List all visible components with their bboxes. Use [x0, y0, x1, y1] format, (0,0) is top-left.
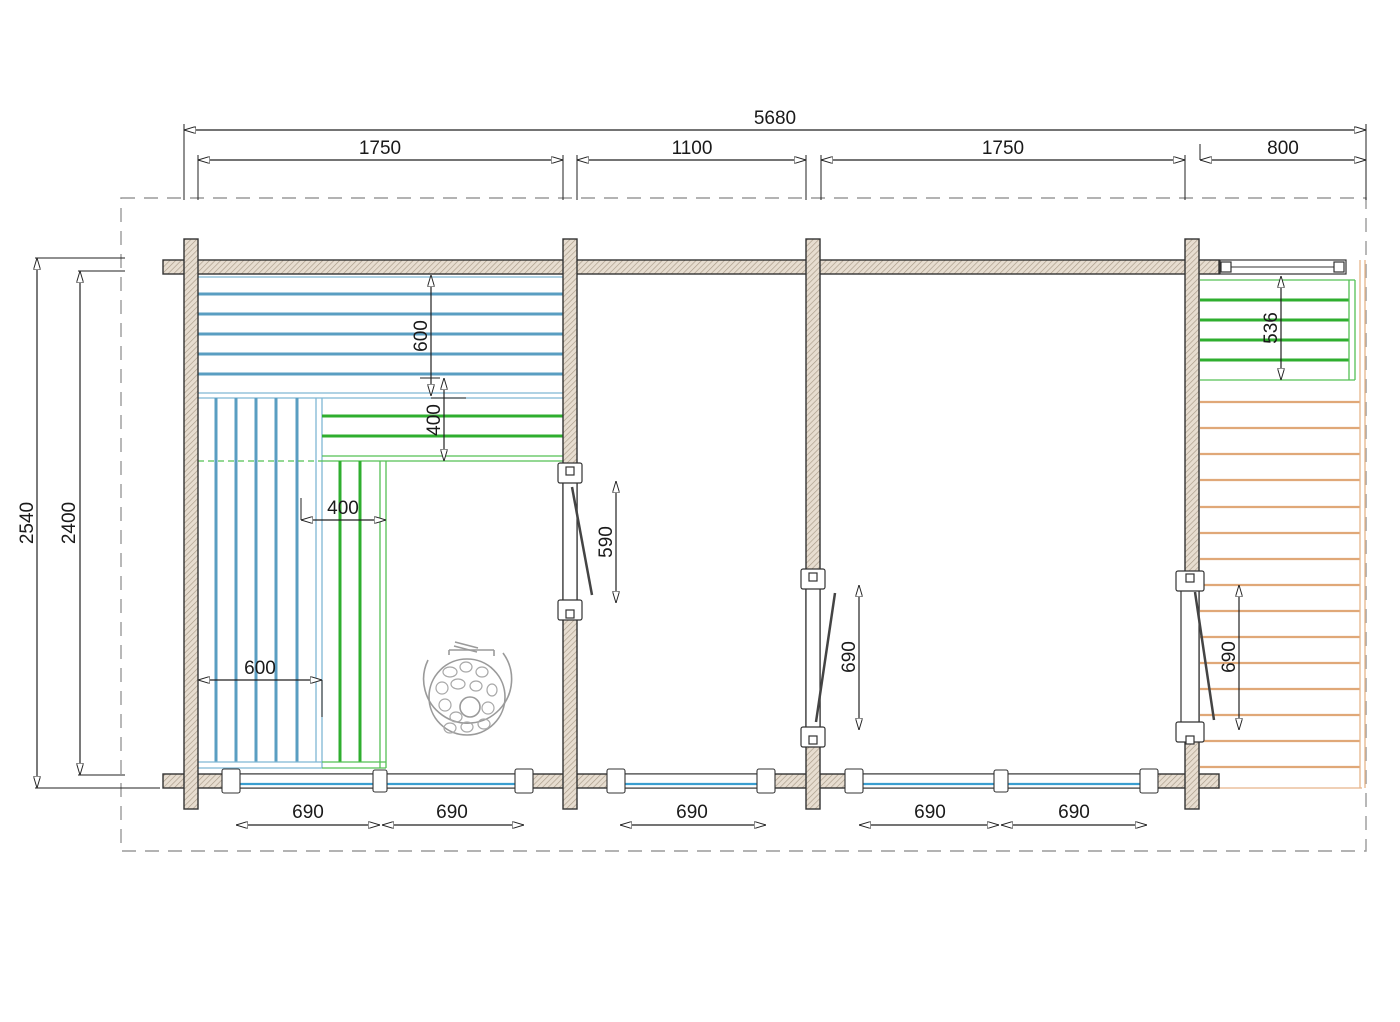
upper-bench — [198, 276, 563, 769]
dim-overall-length: 5680 — [754, 108, 796, 129]
dim-middle-door: 690 — [839, 641, 860, 673]
terrace-bench-dimension: 536 — [1261, 276, 1282, 380]
top-dimensions: 5680 1750 1100 1750 800 — [183, 108, 1367, 200]
dim-window-3: 690 — [676, 802, 708, 823]
dim-window-2: 690 — [436, 802, 468, 823]
dim-window-4: 690 — [914, 802, 946, 823]
window-5 — [1000, 773, 1148, 789]
dim-washing-room-width: 1100 — [672, 138, 713, 159]
dim-upper-bench-depth: 600 — [411, 320, 432, 352]
window-4 — [853, 773, 1000, 789]
entrance-door: 690 — [1175, 570, 1240, 745]
dim-window-5: 690 — [1058, 802, 1090, 823]
dim-side-upper-bench: 600 — [244, 658, 276, 679]
lower-bench — [198, 414, 563, 769]
left-dimensions: 2540 2400 — [17, 257, 160, 789]
window-3 — [617, 773, 767, 789]
dim-terrace-bench: 536 — [1261, 312, 1282, 344]
roof-outline — [120, 197, 1367, 852]
middle-door: 690 — [800, 568, 860, 748]
dim-lower-bench-depth: 400 — [424, 404, 445, 436]
dim-entrance-door: 690 — [1219, 641, 1240, 673]
bench-dimensions: 600 400 400 600 — [198, 275, 466, 717]
steam-room-door: 590 — [557, 462, 617, 621]
dim-steam-door: 590 — [596, 526, 617, 558]
dim-window-1: 690 — [292, 802, 324, 823]
windows — [221, 768, 1159, 794]
dim-steam-room-width: 1750 — [359, 138, 401, 159]
window-2 — [381, 773, 523, 789]
sauna-heater-icon — [422, 641, 513, 736]
dim-terrace-width: 800 — [1267, 138, 1299, 159]
terrace-top-rail — [1219, 259, 1347, 275]
window-1 — [236, 773, 381, 789]
dim-side-lower-bench: 400 — [327, 498, 359, 519]
window-dimensions: 690 690 690 690 690 — [236, 802, 1147, 825]
terrace-deck — [1200, 260, 1366, 789]
dim-outer-width: 2540 — [17, 502, 38, 544]
dim-inner-width: 2400 — [59, 502, 80, 544]
dim-rest-room-width: 1750 — [982, 138, 1024, 159]
